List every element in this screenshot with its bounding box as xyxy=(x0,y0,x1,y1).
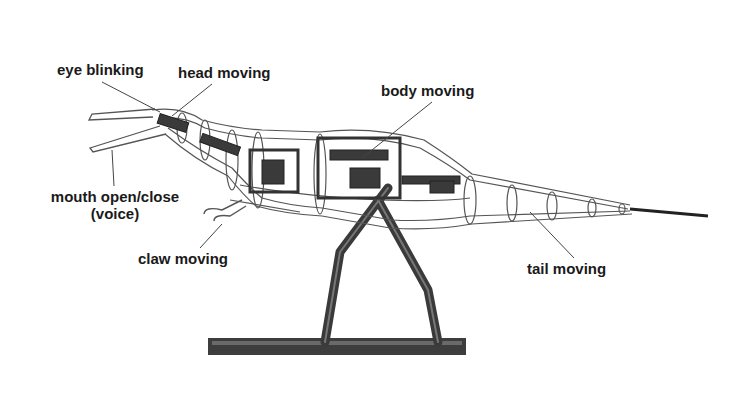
chest-motor xyxy=(262,160,284,184)
leader-line xyxy=(530,212,574,258)
leader-line xyxy=(102,82,160,112)
machinery xyxy=(157,114,460,198)
belly-contour-2 xyxy=(168,128,630,221)
base-plate xyxy=(208,338,466,355)
part-label: head moving xyxy=(178,64,271,81)
claws xyxy=(204,200,246,221)
leader-line xyxy=(362,102,432,158)
back-leg-shine xyxy=(378,200,438,342)
body-beam xyxy=(330,150,388,160)
body-motor xyxy=(350,168,380,188)
tail-hoop xyxy=(619,204,625,214)
head-actuator xyxy=(157,114,189,133)
tail-hoop xyxy=(464,176,476,224)
tail-rod xyxy=(630,209,708,216)
top-contour xyxy=(152,109,630,205)
part-label: body moving xyxy=(381,82,474,99)
part-label: mouth open/close (voice) xyxy=(35,188,195,222)
tail-hoop xyxy=(547,192,557,220)
base-stand xyxy=(208,338,466,355)
part-label: claw moving xyxy=(138,250,228,267)
lower-jaw xyxy=(90,126,166,152)
tail-hoop xyxy=(507,185,517,221)
front-leg-shine xyxy=(325,188,388,342)
upper-jaw xyxy=(89,109,155,120)
part-label: tail moving xyxy=(527,260,606,277)
tail-hoop xyxy=(588,199,596,217)
top-contour-2 xyxy=(160,118,628,209)
part-label: eye blinking xyxy=(57,61,144,78)
leader-line xyxy=(112,150,114,186)
claw xyxy=(214,206,246,221)
base-edge xyxy=(212,341,462,345)
back-leg xyxy=(378,200,438,342)
neck-hoop xyxy=(226,130,238,190)
wire-contours xyxy=(152,109,708,229)
wire-hoops xyxy=(177,113,625,224)
leader-line xyxy=(172,84,212,116)
belly-contour xyxy=(165,134,632,229)
jaws xyxy=(89,109,166,152)
front-leg xyxy=(325,188,388,342)
chest-frame xyxy=(250,150,298,192)
body-hoop xyxy=(314,134,326,214)
leader-lines xyxy=(102,82,574,258)
leader-line xyxy=(200,224,222,248)
body-frame xyxy=(318,138,400,198)
neck-actuator xyxy=(200,133,241,155)
tail-motor xyxy=(430,181,454,193)
